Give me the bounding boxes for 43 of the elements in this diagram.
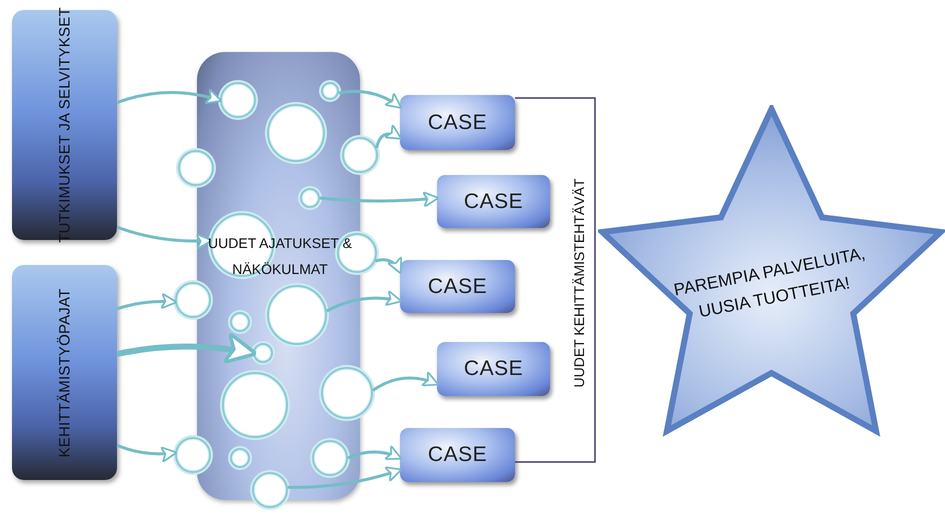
arrow	[347, 444, 402, 461]
bubble-circle	[300, 188, 320, 208]
arrow	[116, 332, 258, 365]
case-label: CASE	[428, 110, 488, 134]
arrow	[116, 292, 178, 310]
arrow	[116, 226, 213, 250]
source-label: KEHITTÄMISTYÖPAJAT	[56, 288, 73, 457]
bubble-circle	[267, 104, 325, 162]
arrow	[338, 90, 402, 109]
arrow	[288, 466, 402, 489]
source-box	[12, 265, 117, 480]
case-label: CASE	[428, 274, 488, 298]
case-box	[400, 260, 515, 313]
idea-container	[197, 52, 360, 500]
bubble-circle	[252, 472, 288, 508]
arrow	[326, 290, 402, 312]
case-box	[437, 175, 550, 228]
bubble-circle	[253, 343, 273, 363]
bubble-circle	[321, 82, 339, 100]
bubble-circle	[312, 440, 348, 476]
case-label: CASE	[464, 357, 524, 381]
arrow	[372, 371, 440, 392]
arrow	[320, 190, 440, 208]
bubble-circle	[178, 150, 214, 186]
bubble-circle	[230, 448, 250, 468]
bubble-circle	[175, 282, 211, 318]
arrow	[116, 444, 178, 463]
arrow	[116, 88, 222, 105]
case-label: CASE	[428, 443, 488, 467]
case-label: CASE	[464, 190, 524, 214]
center-label: UUDET AJATUKSET & NÄKÖKULMAT	[205, 230, 355, 314]
bubble-circle	[342, 137, 378, 173]
bubble-circle	[175, 437, 211, 473]
bubble-circle	[220, 82, 256, 118]
bubble-circle	[337, 233, 377, 273]
bubble-circle	[321, 367, 373, 419]
case-box	[400, 95, 515, 150]
bracket-label: UUDET KEHITTÄMISTEHTÄVÄT	[571, 176, 587, 390]
bubble-circle	[267, 285, 327, 345]
bubble-circle	[230, 312, 250, 332]
case-box	[400, 428, 515, 482]
bubble-circle	[222, 372, 288, 438]
case-box	[437, 342, 550, 396]
